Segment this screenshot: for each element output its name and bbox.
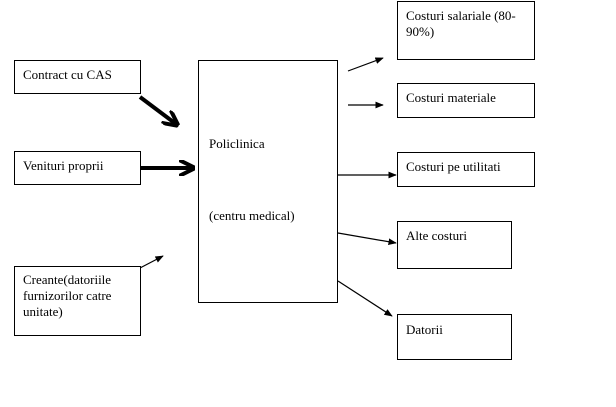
center-title: Policlinica [209,136,265,151]
arrow-to-datorii [337,280,393,317]
center-box [198,60,338,303]
input-box-venituri: Venituri proprii [14,151,141,185]
input-box-creante: Creante(datoriile furnizorilor catre uni… [14,266,141,336]
center-subtitle: (centru medical) [209,208,295,223]
arrow-creante-to-center [139,255,164,269]
output-box-datorii: Datorii [397,314,512,360]
output-box-alte: Alte costuri [397,221,512,269]
arrow-to-salariale [347,57,384,72]
output-box-materiale: Costuri materiale [397,83,535,118]
input-box-contract: Contract cu CAS [14,60,141,94]
arrow-contract-to-center [138,95,176,124]
arrow-to-alte [337,232,397,246]
output-box-utilitati: Costuri pe utilitati [397,152,535,187]
output-box-salariale: Costuri salariale (80-90%) [397,1,535,60]
